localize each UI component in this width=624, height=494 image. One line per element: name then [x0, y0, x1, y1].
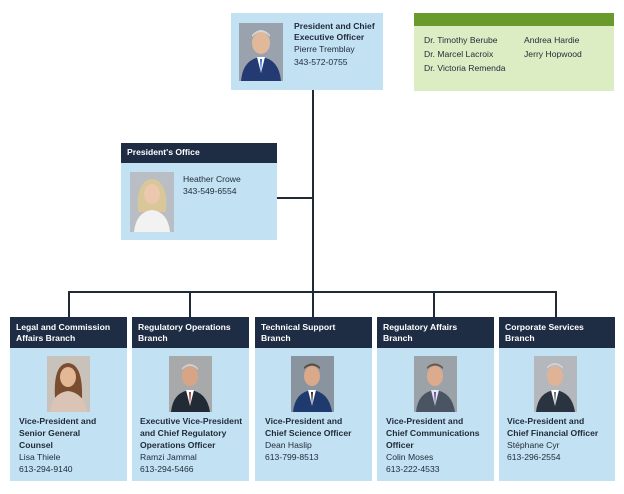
- ceo-photo: [239, 23, 283, 81]
- ceo-portrait-icon: [239, 23, 283, 81]
- branch-title-line: Vice-President and: [507, 416, 585, 426]
- branch-phone: 613-294-9140: [19, 464, 73, 474]
- branch-header-line2: Branch: [261, 332, 291, 343]
- board-member: Jerry Hopwood: [524, 49, 582, 59]
- branch-header: Regulatory Affairs Branch: [377, 317, 494, 348]
- branch-title-line: Senior General: [19, 428, 81, 438]
- branch-title-line: Chief Science Officer: [265, 428, 352, 438]
- board-member: Andrea Hardie: [524, 35, 580, 45]
- branch-header-line1: Corporate Services: [505, 322, 584, 332]
- branch-person-name: Ramzi Jammal: [140, 452, 197, 462]
- branch-phone: 613-296-2554: [507, 452, 561, 462]
- branch-phone: 613-799-8513: [265, 452, 319, 462]
- branch-title-line: Operations Officer: [140, 440, 216, 450]
- branch-box-legal: Legal and Commission Affairs Branch Vice…: [10, 317, 127, 481]
- board-header-bar: [414, 13, 614, 26]
- branch-title-line: Officer: [386, 440, 414, 450]
- office-photo: [130, 172, 174, 232]
- portrait-icon: [414, 356, 457, 412]
- portrait-icon: [169, 356, 212, 412]
- branch-header-line1: Technical Support: [261, 322, 336, 332]
- office-portrait-icon: [130, 172, 174, 232]
- ceo-title-line1: President and Chief: [294, 21, 375, 31]
- branch-title-line: and Chief Regulatory: [140, 428, 227, 438]
- portrait-icon: [291, 356, 334, 412]
- connector-ceo-trunk: [312, 90, 314, 292]
- connector-branch-4: [433, 291, 435, 317]
- board-column-1: Dr. Timothy Berube Dr. Marcel Lacroix Dr…: [424, 33, 506, 75]
- branch-header-line2: Branch: [505, 332, 535, 343]
- branch-title-line: Vice-President and: [386, 416, 464, 426]
- ceo-phone: 343-572-0755: [294, 57, 348, 67]
- branch-box-technical-support: Technical Support Branch Vice-President …: [255, 317, 372, 481]
- branch-header-line1: Regulatory Operations: [138, 322, 231, 332]
- branch-box-regulatory-operations: Regulatory Operations Branch Executive V…: [132, 317, 249, 481]
- branch-box-corporate-services: Corporate Services Branch Vice-President…: [499, 317, 615, 481]
- board-column-2: Andrea Hardie Jerry Hopwood: [524, 33, 582, 61]
- branch-title-line: Vice-President and: [265, 416, 343, 426]
- connector-branch-5: [555, 291, 557, 317]
- branch-header: Regulatory Operations Branch: [132, 317, 249, 348]
- office-name: Heather Crowe: [183, 174, 241, 184]
- branch-photo: [169, 356, 212, 412]
- office-phone: 343-549-6554: [183, 186, 237, 196]
- branch-title-line: Vice-President and: [19, 416, 97, 426]
- branch-photo: [291, 356, 334, 412]
- branch-header-line2: Branch: [383, 332, 413, 343]
- board-member: Dr. Victoria Remenda: [424, 63, 506, 73]
- branch-person-name: Colin Moses: [386, 452, 434, 462]
- branch-person-name: Lisa Thiele: [19, 452, 61, 462]
- office-box: President's Office Heather Crowe 343-549…: [121, 143, 277, 240]
- portrait-icon: [47, 356, 90, 412]
- branch-header: Technical Support Branch: [255, 317, 372, 348]
- branch-person-name: Dean Haslip: [265, 440, 312, 450]
- ceo-name: Pierre Tremblay: [294, 44, 355, 54]
- branch-header: Legal and Commission Affairs Branch: [10, 317, 127, 348]
- ceo-title-line2: Executive Officer: [294, 32, 365, 42]
- branch-phone: 613-294-5466: [140, 464, 194, 474]
- branch-header-line2: Affairs Branch: [16, 332, 76, 343]
- branch-header: Corporate Services Branch: [499, 317, 615, 348]
- connector-branch-1: [68, 291, 70, 317]
- board-box: Dr. Timothy Berube Dr. Marcel Lacroix Dr…: [414, 13, 614, 91]
- connector-office: [276, 197, 313, 199]
- branch-title-line: Chief Communications: [386, 428, 480, 438]
- branch-title-line: Chief Financial Officer: [507, 428, 599, 438]
- portrait-icon: [534, 356, 577, 412]
- branch-photo: [534, 356, 577, 412]
- branch-header-line1: Legal and Commission: [16, 322, 111, 332]
- board-member: Dr. Marcel Lacroix: [424, 49, 494, 59]
- board-member: Dr. Timothy Berube: [424, 35, 498, 45]
- branch-title-line: Executive Vice-President: [140, 416, 243, 426]
- branch-header-line2: Branch: [138, 332, 168, 343]
- connector-branch-3: [312, 291, 314, 317]
- office-header: President's Office: [121, 143, 277, 163]
- branch-photo: [47, 356, 90, 412]
- ceo-box: President and Chief Executive Officer Pi…: [231, 13, 383, 90]
- branch-header-line1: Regulatory Affairs: [383, 322, 458, 332]
- branch-photo: [414, 356, 457, 412]
- connector-branch-2: [189, 291, 191, 317]
- branch-box-regulatory-affairs: Regulatory Affairs Branch Vice-President…: [377, 317, 494, 481]
- branch-phone: 613-222-4533: [386, 464, 440, 474]
- branch-person-name: Stéphane Cyr: [507, 440, 560, 450]
- branch-title-line: Counsel: [19, 440, 53, 450]
